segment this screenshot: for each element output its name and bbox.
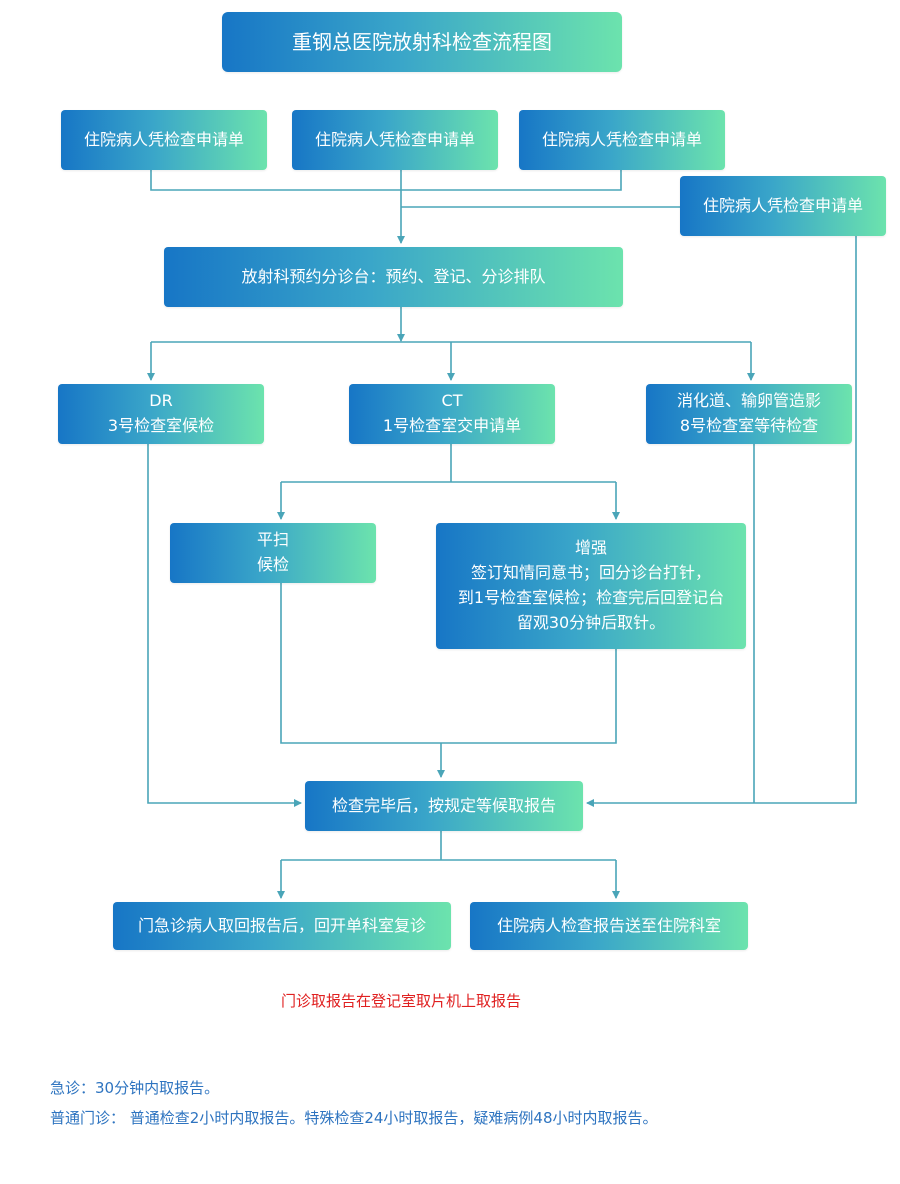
enhanced-scan-node: 增强 签订知情同意书；回分诊台打针， 到1号检查室候检；检查完后回登记台 留观3… [436,523,746,649]
request-form-node-3: 住院病人凭检查申请单 [519,110,725,170]
regular-note: 普通门诊： 普通检查2小时内取报告。特殊检查24小时取报告，疑难病例48小时内取… [50,1109,658,1127]
triage-desk-node: 放射科预约分诊台：预约、登记、分诊排队 [164,247,623,307]
request-form-node-4: 住院病人凭检查申请单 [680,176,886,236]
plain-scan-node: 平扫 候检 [170,523,376,583]
connector-request1 [150,170,622,191]
connector-plain-down [280,583,441,744]
ct-node: CT 1号检查室交申请单 [349,384,555,444]
connector-request4-down [586,236,857,807]
inpatient-result-node: 住院病人检查报告送至住院科室 [470,902,748,950]
connector-enhanced-down [441,649,617,744]
outpatient-result-node: 门急诊病人取回报告后，回开单科室复诊 [113,902,451,950]
wait-report-node: 检查完毕后，按规定等候取报告 [305,781,583,831]
red-note: 门诊取报告在登记室取片机上取报告 [281,992,522,1010]
gi-contrast-node: 消化道、输卵管造影 8号检查室等待检查 [646,384,852,444]
page-title: 重钢总医院放射科检查流程图 [222,12,622,72]
request-form-node-2: 住院病人凭检查申请单 [292,110,498,170]
emergency-note: 急诊：30分钟内取报告。 [50,1079,220,1097]
dr-node: DR 3号检查室候检 [58,384,264,444]
connector-dr-down [147,444,302,807]
request-form-node-1: 住院病人凭检查申请单 [61,110,267,170]
